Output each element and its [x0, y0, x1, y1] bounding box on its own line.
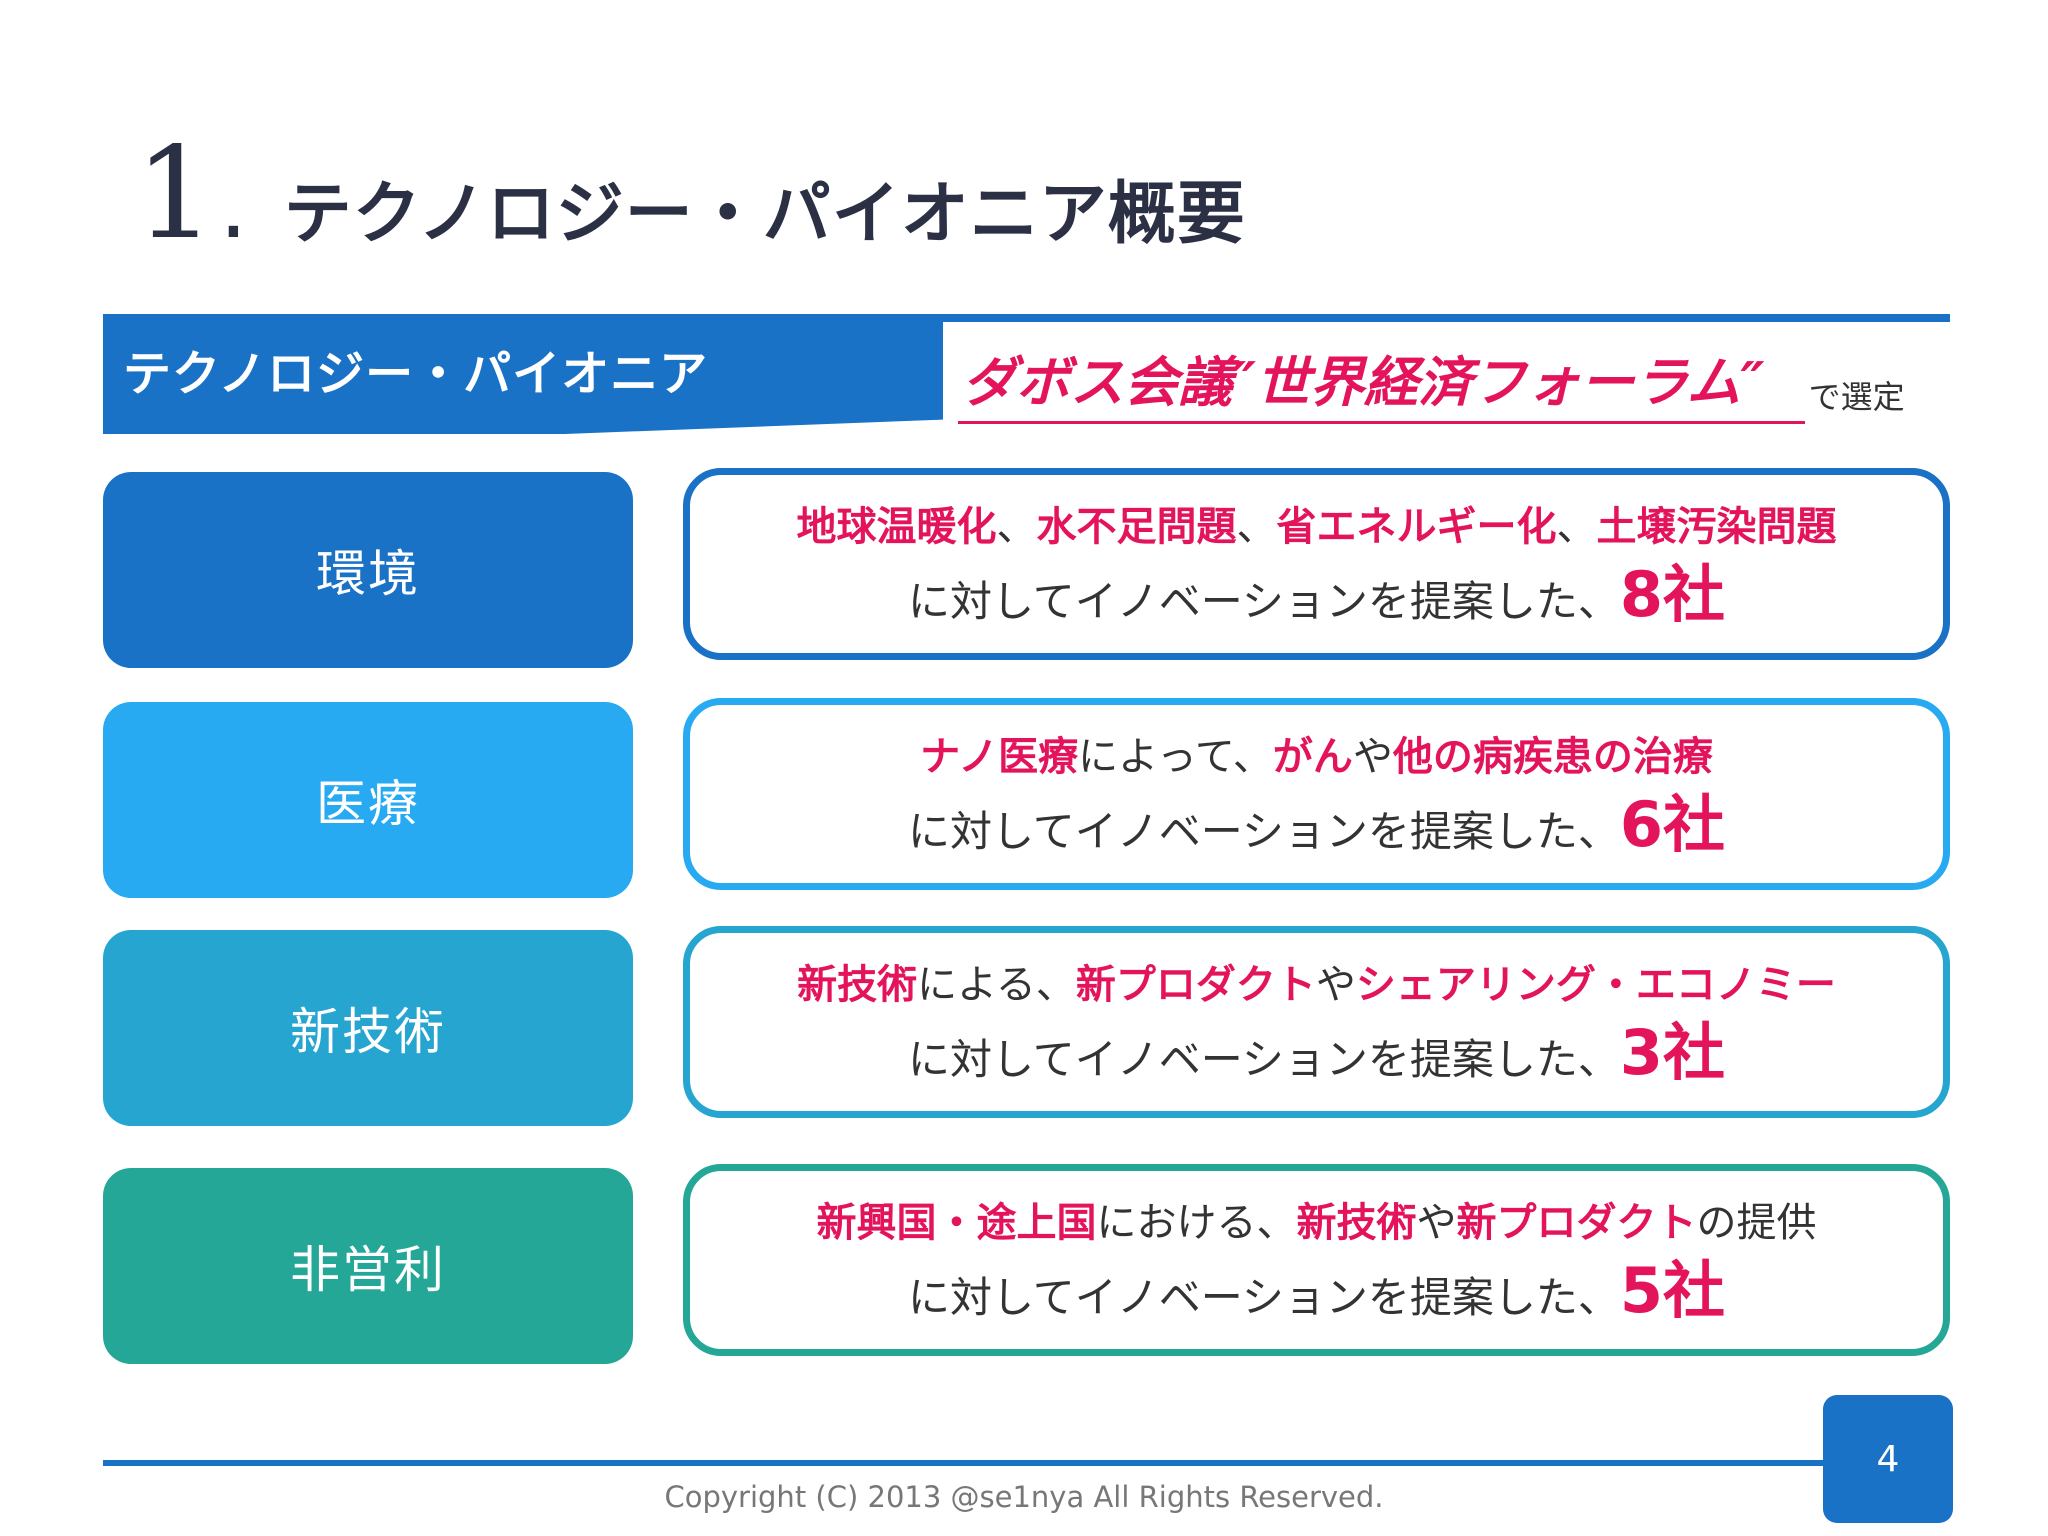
description-topics: 新興国・途上国における、新技術や新プロダクトの提供 [817, 1192, 1817, 1254]
connector-text: における、 [1096, 1200, 1297, 1246]
highlight-term: 省エネルギー化 [1276, 504, 1557, 550]
highlight-term: 新技術 [1296, 1200, 1417, 1246]
banner-label: テクノロジー・パイオニア [123, 346, 709, 402]
footer-rule [103, 1460, 1823, 1466]
description-topics: ナノ医療によって、がんや他の病疾患の治療 [920, 726, 1713, 788]
highlight-term: 他の病疾患の治療 [1392, 734, 1713, 780]
description-box: 新技術による、新プロダクトやシェアリング・エコノミーに対してイノベーションを提案… [683, 926, 1950, 1118]
highlight-term: シェアリング・エコノミー [1355, 962, 1836, 1008]
description-summary: に対してイノベーションを提案した、6社 [908, 788, 1725, 862]
title-text: テクノロジー・パイオニア概要 [283, 175, 1246, 254]
banner-highlight-group: ダボス会議″世界経済フォーラム″ で選定 [958, 338, 1905, 424]
description-box: ナノ医療によって、がんや他の病疾患の治療に対してイノベーションを提案した、6社 [683, 698, 1950, 890]
category-row: 環境地球温暖化、水不足問題、省エネルギー化、土壌汚染問題に対してイノベーションを… [103, 468, 1950, 668]
connector-text: や [1416, 1200, 1457, 1246]
connector-text: や [1315, 962, 1356, 1008]
company-count: 6社 [1619, 788, 1726, 861]
davos-highlight: ダボス会議″世界経済フォーラム″ [958, 338, 1805, 424]
category-row: 医療ナノ医療によって、がんや他の病疾患の治療に対してイノベーションを提案した、6… [103, 698, 1950, 898]
category-row: 非営利新興国・途上国における、新技術や新プロダクトの提供に対してイノベーションを… [103, 1164, 1950, 1364]
connector-text: 、 [996, 504, 1037, 550]
page-number: 4 [1876, 1438, 1900, 1480]
category-box: 医療 [103, 702, 633, 898]
banner-suffix: で選定 [1808, 378, 1905, 416]
highlight-term: 新プロダクト [1456, 1200, 1697, 1246]
copyright-text: Copyright (C) 2013 @se1nya All Rights Re… [664, 1480, 1384, 1514]
summary-prefix: に対してイノベーションを提案した、 [907, 1273, 1620, 1322]
page-number-box: 4 [1823, 1395, 1953, 1523]
connector-text: による、 [917, 962, 1076, 1008]
connector-text: 、 [1236, 504, 1277, 550]
highlight-term: 水不足問題 [1036, 504, 1237, 550]
summary-prefix: に対してイノベーションを提案した、 [907, 1035, 1620, 1084]
category-box: 環境 [103, 472, 633, 668]
highlight-term: 新技術 [797, 962, 918, 1008]
highlight-term: 新プロダクト [1075, 962, 1316, 1008]
connector-text: 、 [1556, 504, 1597, 550]
highlight-term: ナノ医療 [920, 734, 1079, 780]
highlight-term: がん [1272, 734, 1353, 780]
description-summary: に対してイノベーションを提案した、3社 [908, 1016, 1725, 1090]
category-box: 非営利 [103, 1168, 633, 1364]
category-label: 環境 [316, 545, 420, 603]
header-banner: テクノロジー・パイオニア ダボス会議″世界経済フォーラム″ で選定 [103, 314, 1950, 434]
description-topics: 新技術による、新プロダクトやシェアリング・エコノミー [797, 954, 1836, 1016]
description-topics: 地球温暖化、水不足問題、省エネルギー化、土壌汚染問題 [797, 496, 1837, 558]
section-number-dot: . [219, 154, 248, 259]
category-label: 医療 [316, 775, 420, 833]
summary-prefix: に対してイノベーションを提案した、 [907, 807, 1620, 856]
banner-rule [103, 314, 1950, 322]
category-label: 新技術 [290, 1003, 446, 1061]
summary-prefix: に対してイノベーションを提案した、 [907, 577, 1620, 626]
description-box: 新興国・途上国における、新技術や新プロダクトの提供に対してイノベーションを提案し… [683, 1164, 1950, 1356]
description-summary: に対してイノベーションを提案した、8社 [908, 558, 1725, 632]
highlight-term: 新興国・途上国 [816, 1200, 1097, 1246]
company-count: 3社 [1619, 1016, 1726, 1089]
highlight-term: 地球温暖化 [796, 504, 997, 550]
category-label: 非営利 [290, 1241, 446, 1299]
connector-text: の提供 [1696, 1200, 1817, 1246]
description-summary: に対してイノベーションを提案した、5社 [908, 1254, 1725, 1328]
description-box: 地球温暖化、水不足問題、省エネルギー化、土壌汚染問題に対してイノベーションを提案… [683, 468, 1950, 660]
banner-label-box [103, 314, 943, 434]
connector-text: や [1352, 734, 1393, 780]
company-count: 8社 [1619, 558, 1726, 631]
company-count: 5社 [1619, 1254, 1726, 1327]
category-row: 新技術新技術による、新プロダクトやシェアリング・エコノミーに対してイノベーション… [103, 926, 1950, 1126]
page-title: 1 . テクノロジー・パイオニア概要 [135, 120, 1246, 270]
section-number: 1 [135, 120, 215, 267]
highlight-term: 土壌汚染問題 [1596, 504, 1837, 550]
category-box: 新技術 [103, 930, 633, 1126]
connector-text: によって、 [1078, 734, 1273, 780]
